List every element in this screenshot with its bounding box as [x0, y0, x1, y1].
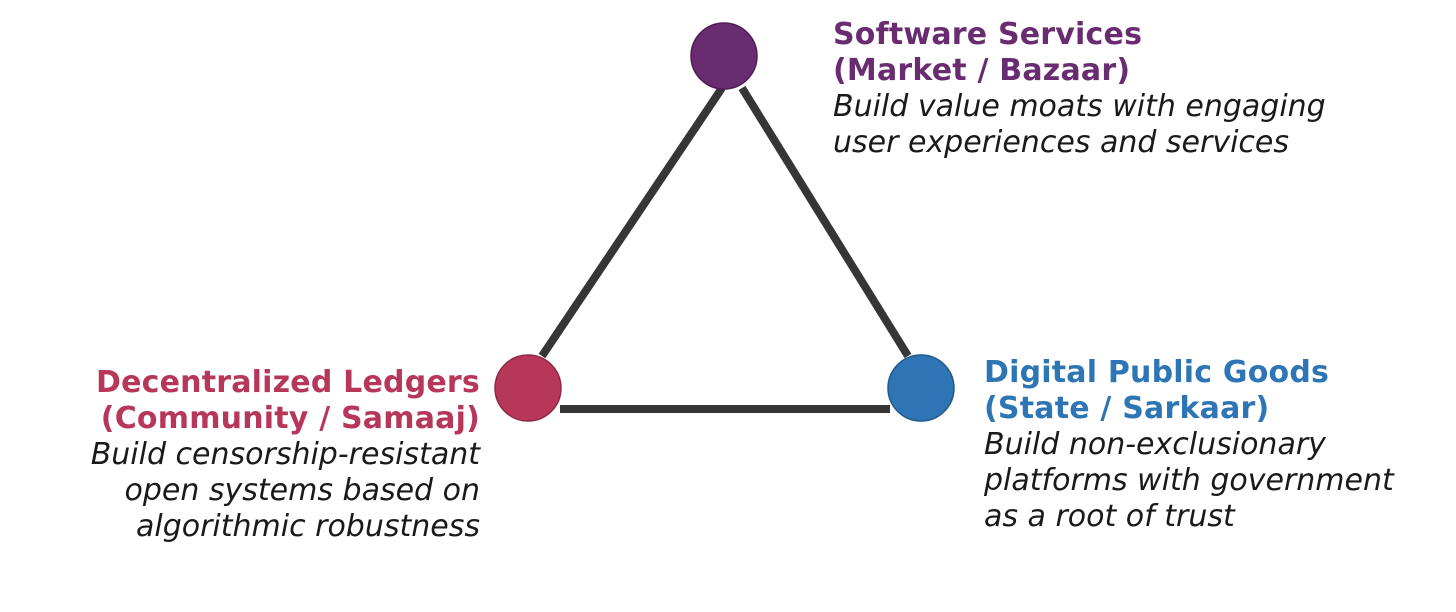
- digital-public-goods-title: Digital Public Goods (State / Sarkaar): [984, 355, 1394, 427]
- decentralized-ledgers-desc-line1: Build censorship-resistant: [90, 437, 480, 472]
- digital-public-goods-desc-line2: platforms with government: [984, 463, 1394, 498]
- decentralized-ledgers-description: Build censorship-resistant open systems …: [40, 437, 480, 545]
- digital-public-goods-desc-line3: as a root of trust: [984, 499, 1235, 534]
- software-services-title: Software Services (Market / Bazaar): [833, 17, 1326, 89]
- software-services-desc-line2: user experiences and services: [833, 125, 1290, 160]
- decentralized-ledgers-title-line2: (Community / Samaaj): [100, 401, 480, 436]
- software-services-label: Software Services (Market / Bazaar) Buil…: [833, 17, 1326, 161]
- software-services-node: [690, 22, 758, 90]
- software-services-title-line2: (Market / Bazaar): [833, 53, 1131, 88]
- digital-public-goods-node: [887, 354, 955, 422]
- digital-public-goods-description: Build non-exclusionary platforms with go…: [984, 427, 1394, 535]
- software-services-description: Build value moats with engaging user exp…: [833, 89, 1326, 161]
- edge-top-to-left: [538, 85, 726, 359]
- decentralized-ledgers-title-line1: Decentralized Ledgers: [95, 365, 480, 400]
- decentralized-ledgers-title: Decentralized Ledgers (Community / Samaa…: [40, 365, 480, 437]
- decentralized-ledgers-node: [494, 354, 562, 422]
- software-services-title-line1: Software Services: [833, 17, 1143, 52]
- digital-public-goods-desc-line1: Build non-exclusionary: [984, 427, 1326, 462]
- decentralized-ledgers-desc-line2: open systems based on: [124, 473, 481, 508]
- software-services-desc-line1: Build value moats with engaging: [833, 89, 1326, 124]
- decentralized-ledgers-desc-line3: algorithmic robustness: [135, 509, 480, 544]
- digital-public-goods-title-line1: Digital Public Goods: [984, 355, 1330, 390]
- edge-top-to-right: [738, 85, 912, 359]
- decentralized-ledgers-label: Decentralized Ledgers (Community / Samaa…: [40, 365, 480, 545]
- digital-public-goods-label: Digital Public Goods (State / Sarkaar) B…: [984, 355, 1394, 535]
- digital-public-goods-title-line2: (State / Sarkaar): [984, 391, 1270, 426]
